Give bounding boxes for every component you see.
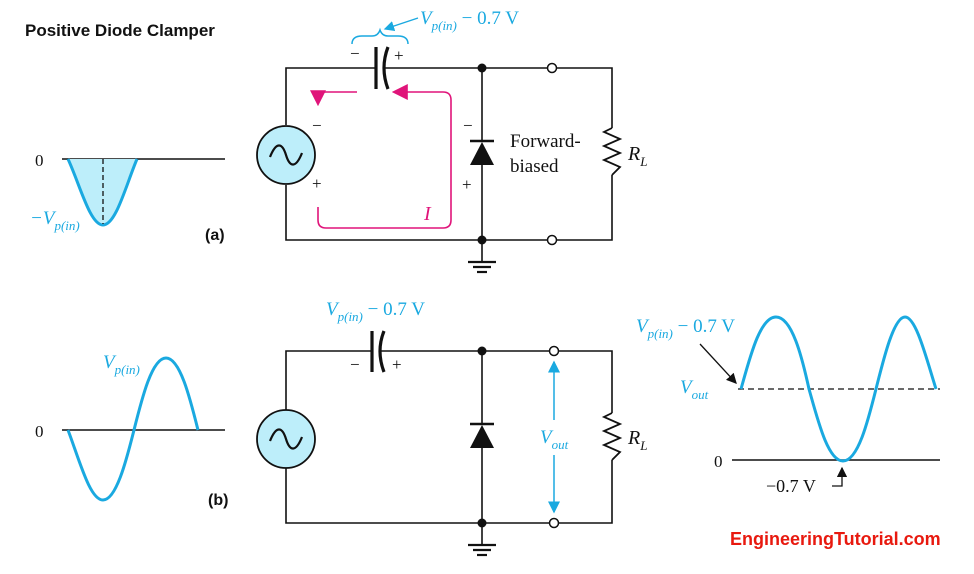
diode-triangle-b	[470, 425, 494, 448]
node-b-top	[477, 346, 487, 356]
cap-brace-a	[351, 27, 409, 45]
page-title: Positive Diode Clamper	[25, 21, 215, 40]
cap-plus-b: +	[392, 355, 402, 374]
input-waveform-a: 0 −Vp(in)	[30, 151, 225, 233]
terminal-b-top	[548, 345, 560, 357]
current-arrow-loop	[317, 84, 452, 229]
zero-label-out: 0	[714, 452, 723, 471]
current-label: I	[423, 203, 432, 225]
ac-symbol-icon	[268, 144, 304, 166]
load-label-b: RL	[627, 427, 647, 453]
neg-peak-label: −Vp(in)	[30, 208, 80, 233]
terminal-a-bottom	[546, 234, 558, 246]
wire-b-right-bottom	[555, 460, 613, 524]
peak-label-b: Vp(in)	[103, 352, 140, 377]
wire-a-right-bottom	[555, 175, 613, 241]
diode-note-2: biased	[510, 156, 559, 177]
diode-plus-a: +	[462, 175, 472, 194]
negative-half-cycle	[66, 158, 139, 227]
cap-plus-a: +	[394, 46, 404, 65]
cap-volt-arrow-a	[383, 17, 419, 32]
input-waveform-b: 0 Vp(in)	[35, 352, 225, 502]
diode-triangle-a	[470, 142, 494, 165]
min-voltage-arrow	[832, 466, 848, 487]
vout-label-out: Vout	[680, 377, 709, 402]
diode-minus-a: −	[463, 116, 473, 135]
part-a-label: (a)	[205, 227, 225, 244]
capacitor-plate-a2	[382, 46, 390, 90]
circuit-a: − + Vp(in) − 0.7 V − + − + Forward- bias…	[256, 8, 647, 274]
min-voltage-label: −0.7 V	[766, 476, 816, 496]
wire-a-bottom	[285, 185, 550, 241]
wire-b-right-top	[555, 350, 613, 413]
cap-volt-label-b: Vp(in) − 0.7 V	[326, 299, 425, 324]
cap-volt-label-a: Vp(in) − 0.7 V	[420, 8, 519, 33]
node-a-top	[477, 63, 487, 73]
wire-b-left-top	[285, 350, 372, 410]
part-b-label: (b)	[208, 492, 228, 509]
current-arrow-left	[310, 90, 357, 107]
watermark: EngineeringTutorial.com	[730, 529, 941, 549]
src-minus-a: −	[312, 116, 322, 135]
diode-note-1: Forward-	[510, 131, 581, 152]
terminal-b-bottom	[548, 517, 560, 529]
resistor-a	[601, 127, 623, 176]
input-sine-b	[66, 356, 200, 502]
circuit-b: − + Vp(in) − 0.7 V Vout RL	[256, 299, 647, 557]
terminal-a-top	[546, 62, 558, 74]
dc-level-label: Vp(in) − 0.7 V	[636, 316, 735, 341]
zero-label-a: 0	[35, 151, 44, 170]
output-waveform: 0 Vp(in) − 0.7 V Vout −0.7 V	[636, 315, 940, 496]
resistor-b	[601, 412, 623, 461]
vout-label-b: Vout	[540, 427, 569, 452]
ac-symbol-icon	[268, 428, 304, 450]
wire-b-bottom	[285, 468, 550, 524]
cap-minus-a: −	[350, 44, 360, 63]
cap-minus-b: −	[350, 355, 360, 374]
capacitor-plate-b2	[378, 330, 386, 373]
load-label-a: RL	[627, 143, 647, 169]
dc-level-arrow	[699, 343, 737, 384]
src-plus-a: +	[312, 174, 322, 193]
wire-a-left-top	[285, 67, 376, 125]
output-sine	[739, 315, 938, 463]
zero-label-b: 0	[35, 422, 44, 441]
wire-a-right-top	[555, 67, 613, 128]
